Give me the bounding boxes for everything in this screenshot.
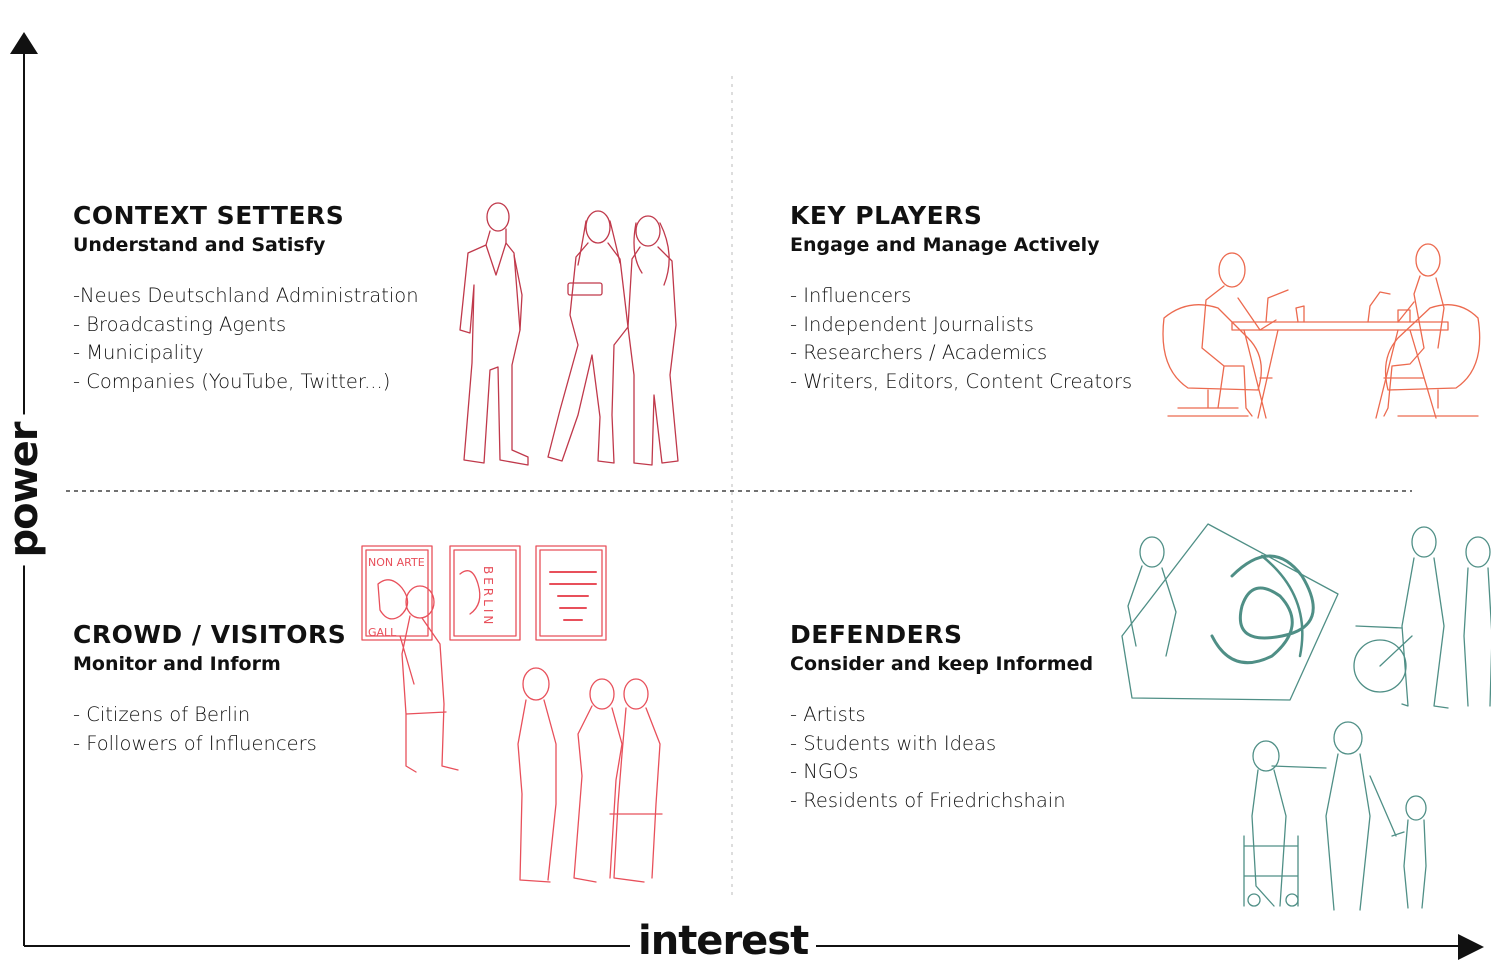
quadrant-title: CROWD / VISITORS xyxy=(73,620,347,649)
list-item: - Broadcasting Agents xyxy=(73,312,287,336)
list-item: - Students with Ideas xyxy=(790,731,997,755)
x-axis-label: interest xyxy=(630,918,817,964)
quadrant-title: DEFENDERS xyxy=(790,620,963,649)
quadrant-context-setters: CONTEXT SETTERS Understand and Satisfy -… xyxy=(73,201,419,396)
stakeholder-list: -Neues Deutschland Administration - Broa… xyxy=(73,282,419,396)
list-item: - Influencers xyxy=(790,284,912,307)
x-axis-arrow-icon xyxy=(1458,934,1484,960)
quadrant-defenders: DEFENDERS Consider and keep Informed - A… xyxy=(790,620,1093,815)
list-item: - NGOs xyxy=(790,760,859,783)
poster-2-vertical-text: BERLIN xyxy=(481,566,495,627)
list-item: - Researchers / Academics xyxy=(790,341,1048,364)
quadrant-subtitle: Engage and Manage Actively xyxy=(790,234,1100,256)
list-item: -Neues Deutschland Administration xyxy=(73,284,419,307)
poster-1-top-text: NON ARTE xyxy=(368,556,425,569)
stakeholder-list: - Influencers - Independent Journalists … xyxy=(790,282,1132,396)
list-item: - Residents of Friedrichshain xyxy=(790,788,1066,812)
list-item: - Companies (YouTube, Twitter...) xyxy=(73,369,391,393)
y-axis-arrow-icon xyxy=(10,32,38,54)
stakeholder-list: - Artists - Students with Ideas - NGOs -… xyxy=(790,701,1093,815)
list-item: - Followers of Influencers xyxy=(73,731,317,755)
gallery-visitors-illustration: NON ARTE GALL BERLIN xyxy=(361,545,663,883)
quadrant-subtitle: Consider and keep Informed xyxy=(790,653,1094,675)
stakeholder-list: - Citizens of Berlin - Followers of Infl… xyxy=(73,701,346,758)
quadrant-crowd-visitors: CROWD / VISITORS Monitor and Inform - Ci… xyxy=(73,620,346,758)
quadrant-title: CONTEXT SETTERS xyxy=(73,201,345,230)
poster-1-bottom-text: GALL xyxy=(368,626,397,639)
quadrant-subtitle: Understand and Satisfy xyxy=(73,234,326,256)
quadrant-subtitle: Monitor and Inform xyxy=(73,653,281,675)
list-item: - Artists xyxy=(790,703,866,726)
quadrant-title: KEY PLAYERS xyxy=(790,201,983,230)
list-item: - Independent Journalists xyxy=(790,312,1034,336)
interview-table-illustration xyxy=(1162,243,1481,419)
people-talking-illustration xyxy=(459,202,679,466)
list-item: - Citizens of Berlin xyxy=(73,703,251,726)
list-item: - Writers, Editors, Content Creators xyxy=(790,369,1133,393)
community-walking-illustration xyxy=(1121,523,1491,911)
y-axis-label: power xyxy=(1,414,47,566)
list-item: - Municipality xyxy=(73,341,204,364)
quadrant-key-players: KEY PLAYERS Engage and Manage Actively -… xyxy=(790,201,1132,396)
